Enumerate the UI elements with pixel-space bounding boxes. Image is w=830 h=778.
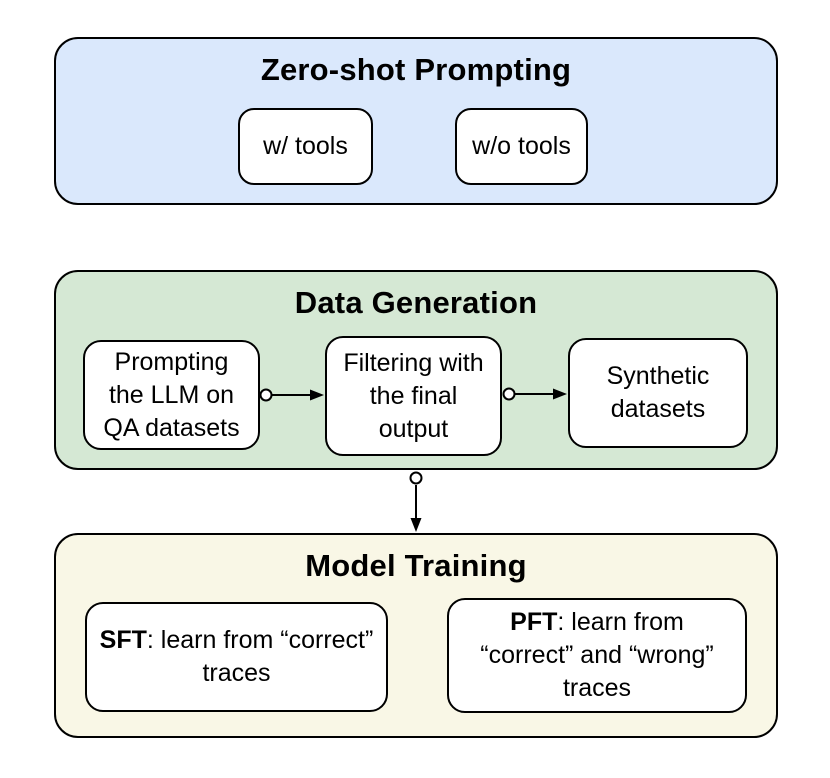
group-zero-shot-prompting: Zero-shot Prompting xyxy=(54,37,778,205)
node-sft-extra-lines: traces xyxy=(202,659,271,687)
node-pft-line1: PFT: learn from xyxy=(449,606,745,639)
pft-prefix: PFT xyxy=(510,608,558,636)
node-with-tools: w/ tools xyxy=(238,108,373,185)
node-synthetic-datasets: Synthetic datasets xyxy=(568,338,748,448)
sft-prefix: SFT xyxy=(99,626,147,654)
node-pft: PFT: learn from “correct” and “wrong” tr… xyxy=(447,598,747,713)
connector-source-dot-icon xyxy=(409,471,423,485)
connector-data-generation-to-model-training xyxy=(409,471,423,532)
node-prompting-llm-qa: Prompting the LLM on QA datasets xyxy=(83,340,260,450)
node-with-tools-label: w/ tools xyxy=(263,132,348,160)
node-pft-extra-lines: “correct” and “wrong” traces xyxy=(480,641,714,702)
sft-line1-rest: : learn from “correct” xyxy=(146,626,374,654)
node-sft: SFT: learn from “correct” traces xyxy=(85,602,388,712)
node-prompting-llm-qa-label: Prompting the LLM on QA datasets xyxy=(103,347,240,442)
arrowhead-icon xyxy=(410,518,422,532)
node-sft-line1: SFT: learn from “correct” xyxy=(87,624,386,657)
node-filtering-final-output-label: Filtering with the final output xyxy=(343,348,484,443)
data-generation-title: Data Generation xyxy=(294,285,538,320)
node-without-tools-label: w/o tools xyxy=(472,132,571,160)
pft-line1-rest: : learn from xyxy=(557,608,684,636)
zero-shot-prompting-title: Zero-shot Prompting xyxy=(260,52,572,87)
node-filtering-final-output: Filtering with the final output xyxy=(325,336,502,456)
node-without-tools: w/o tools xyxy=(455,108,588,185)
model-training-title: Model Training xyxy=(305,548,527,583)
node-synthetic-datasets-label: Synthetic datasets xyxy=(606,362,710,423)
